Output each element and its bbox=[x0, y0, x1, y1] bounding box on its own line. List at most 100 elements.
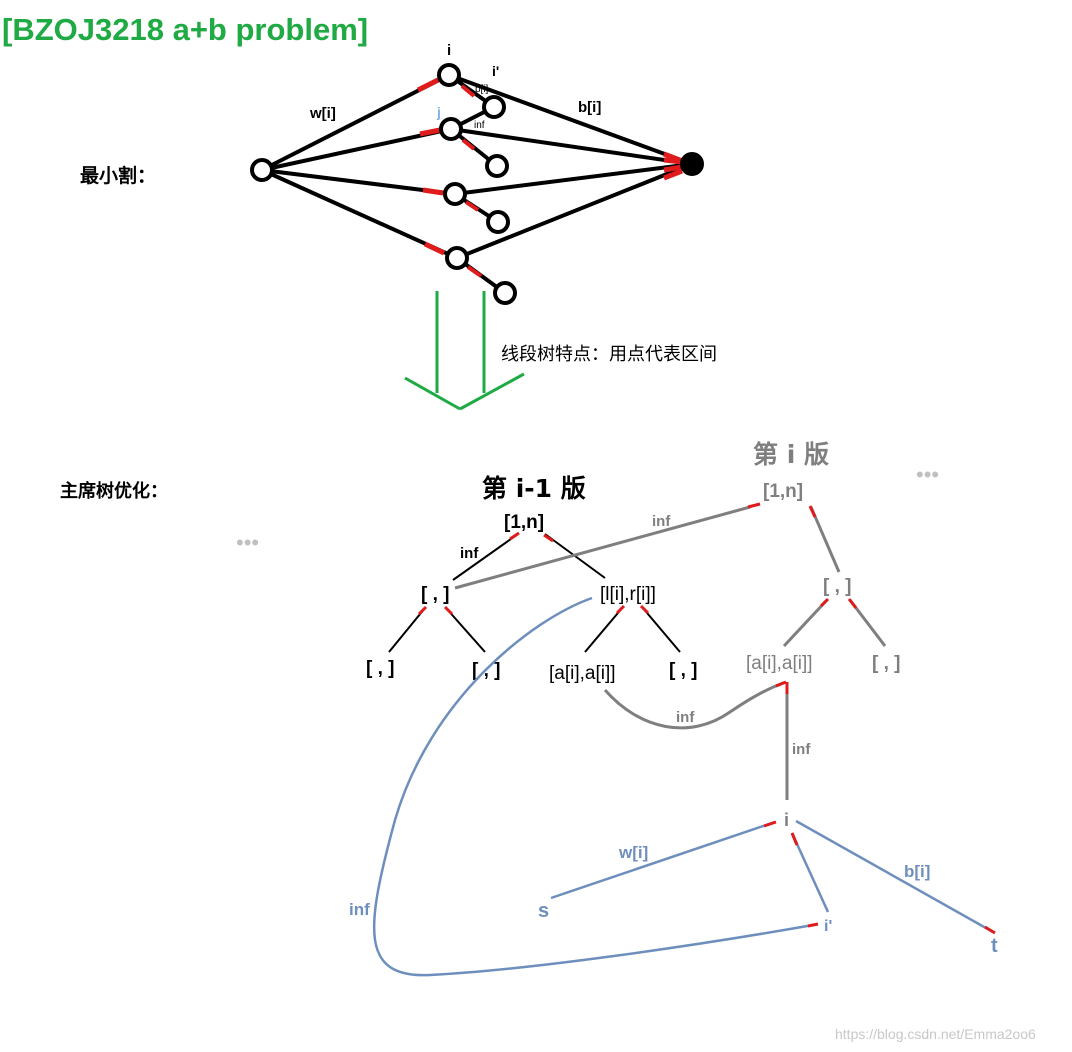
cut-mark bbox=[775, 680, 787, 688]
node-j-prime bbox=[485, 154, 509, 178]
cut-mark bbox=[466, 265, 483, 278]
cut-mark bbox=[747, 502, 761, 509]
edge-curve-inf bbox=[603, 681, 784, 730]
cut-mark bbox=[819, 597, 830, 608]
edge-s-to-node3 bbox=[261, 168, 456, 196]
cut-mark bbox=[663, 164, 683, 173]
label-b: b[i] bbox=[578, 99, 601, 116]
edge-i-to-t bbox=[448, 73, 693, 166]
edge-s-to-j bbox=[261, 127, 452, 172]
source-node bbox=[250, 158, 274, 182]
tree-prev-root: [1,n] bbox=[504, 512, 544, 533]
ellipsis-right: ••• bbox=[916, 462, 939, 487]
node-i-prime bbox=[482, 95, 506, 119]
cut-mark bbox=[422, 187, 444, 196]
tree-cur-edge-inf-curve: inf bbox=[676, 709, 695, 726]
label-w: w[i] bbox=[309, 105, 336, 122]
bottom-node-s: s bbox=[538, 900, 549, 922]
tree-prev-rr: [ , ] bbox=[669, 660, 698, 681]
node-i bbox=[437, 63, 461, 87]
bottom-node-i: i bbox=[784, 810, 789, 830]
cut-mark bbox=[639, 604, 650, 615]
tree-prev-edge-inf: inf bbox=[460, 545, 479, 562]
cut-mark bbox=[417, 605, 428, 616]
edge-s-to-i bbox=[550, 820, 776, 900]
label-i-prime: i' bbox=[492, 63, 499, 79]
tree-cur-version: 第 i 版 [1,n] [ , ] [a[i],a[i]] [ , ] inf … bbox=[454, 440, 901, 800]
node-4-prime bbox=[493, 281, 517, 305]
cut-mark bbox=[423, 241, 446, 256]
node-4 bbox=[445, 246, 469, 270]
tree-cur-mid: [ , ] bbox=[823, 576, 852, 597]
tree-cur-leaf-r: [ , ] bbox=[872, 653, 901, 674]
edge-root-left bbox=[452, 533, 519, 581]
label-i: i bbox=[447, 42, 451, 59]
bottom-node-iprime: i' bbox=[824, 918, 832, 935]
segment-tree-note: 线段树特点：用点代表区间 bbox=[501, 344, 717, 365]
edge-s-to-node4 bbox=[261, 168, 458, 260]
bottom-edge-b: b[i] bbox=[904, 862, 930, 881]
persistent-tree-label: 主席树优化： bbox=[60, 480, 168, 502]
cut-mark bbox=[543, 533, 554, 543]
edge-s-to-i bbox=[261, 73, 450, 172]
tree-cur-leaf-a: [a[i],a[i]] bbox=[746, 653, 813, 674]
cut-mark bbox=[419, 127, 441, 137]
mincut-label: 最小割： bbox=[80, 164, 156, 187]
diagram-title: [BZOJ3218 a+b problem] bbox=[2, 12, 368, 47]
cut-mark bbox=[790, 832, 799, 846]
tree-cur-root: [1,n] bbox=[763, 481, 803, 502]
cut-mark bbox=[808, 505, 817, 518]
cut-mark bbox=[460, 84, 476, 98]
edge-mid-leafa bbox=[782, 598, 829, 648]
cut-mark bbox=[807, 922, 819, 928]
edge-node3-to-t bbox=[454, 162, 693, 196]
tree-prev-rl: [a[i],a[i]] bbox=[549, 663, 616, 684]
edge-right-rr bbox=[641, 606, 681, 653]
cut-mark bbox=[615, 604, 626, 615]
edge-right-rl bbox=[584, 606, 624, 653]
tree-cur-title: 第 i 版 bbox=[753, 440, 829, 469]
cut-mark bbox=[763, 820, 777, 828]
tree-prev-right: [l[i],r[i]] bbox=[600, 584, 656, 605]
bottom-edge-inf: inf bbox=[349, 900, 370, 919]
edge-j-to-t bbox=[450, 127, 693, 166]
tree-cur-edge-inf-top: inf bbox=[652, 513, 671, 530]
tree-prev-version: 第 i-1 版 [1,n] [ , ] [l[i],r[i]] [ , ] [ … bbox=[366, 474, 698, 684]
node-3 bbox=[443, 182, 467, 206]
arrow-head-right bbox=[459, 372, 525, 411]
down-arrow bbox=[404, 291, 525, 411]
label-inf-small: inf bbox=[474, 120, 485, 131]
tree-prev-title: 第 i-1 版 bbox=[482, 474, 586, 503]
edge-i-to-iprime bbox=[790, 832, 830, 913]
edge-node4-to-t bbox=[456, 162, 693, 260]
cut-mark bbox=[416, 77, 440, 93]
watermark: https://blog.csdn.net/Emma2oo6 bbox=[835, 1026, 1036, 1042]
label-j: j bbox=[436, 104, 441, 120]
arrow-head-left bbox=[404, 376, 461, 411]
cut-mark bbox=[461, 138, 476, 151]
tree-cur-edge-inf-down: inf bbox=[792, 741, 811, 758]
edge-iprime-to-range-inf bbox=[372, 596, 814, 977]
cut-mark bbox=[984, 925, 996, 935]
tree-prev-left: [ , ] bbox=[421, 584, 450, 605]
edge-left-ll bbox=[388, 607, 426, 653]
edge-left-lr bbox=[445, 607, 486, 653]
mincut-network: i i' p[i] j inf w[i] b[i] bbox=[250, 42, 704, 305]
node-j bbox=[439, 117, 463, 141]
ellipsis-left: ••• bbox=[236, 530, 259, 555]
edge-cur-root-to-prev-left bbox=[454, 505, 751, 590]
cut-mark bbox=[443, 605, 454, 616]
cut-mark bbox=[464, 200, 480, 212]
node-3-prime bbox=[486, 210, 510, 234]
bottom-edge-w: w[i] bbox=[618, 843, 648, 862]
edge-cur-root-mid bbox=[809, 506, 841, 573]
bottom-node-t: t bbox=[991, 935, 998, 957]
tree-prev-ll: [ , ] bbox=[366, 658, 395, 679]
cut-mark bbox=[663, 157, 683, 165]
cut-mark bbox=[509, 531, 520, 541]
cut-mark bbox=[663, 168, 683, 181]
cut-mark bbox=[847, 598, 858, 609]
label-p: p[i] bbox=[475, 84, 489, 95]
